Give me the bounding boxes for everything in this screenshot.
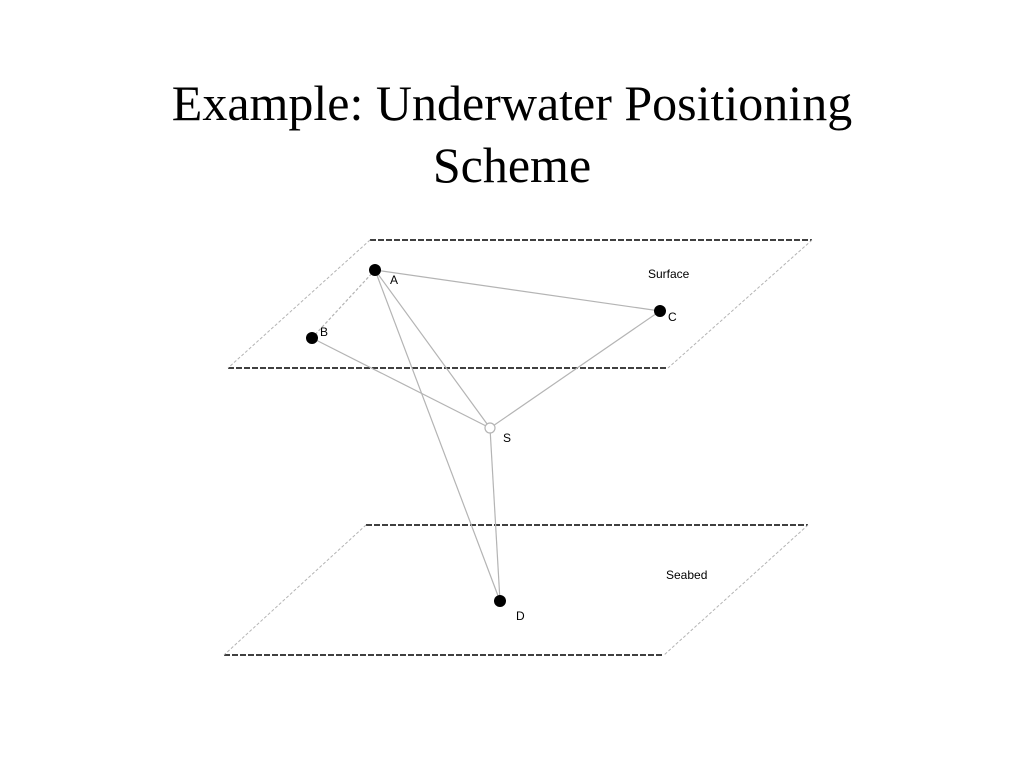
node-b <box>306 332 318 344</box>
node-s <box>484 422 496 434</box>
node-c <box>654 305 666 317</box>
edge-a-b <box>311 269 376 339</box>
node-a <box>369 264 381 276</box>
node-d-label: D <box>516 609 525 623</box>
surface-plane <box>227 239 813 369</box>
edge-a-d <box>374 269 501 602</box>
surface-label: Surface <box>648 267 690 281</box>
node-d <box>494 595 506 607</box>
edge-b-s <box>311 337 491 429</box>
slide-title: Example: Underwater Positioning Scheme <box>0 72 1024 196</box>
labels: A B C S D Surface Seabed <box>320 267 707 623</box>
edge-c-s <box>489 310 661 429</box>
surface-plane-right-edge <box>667 239 813 369</box>
edge-a-s <box>374 269 491 429</box>
node-c-label: C <box>668 310 677 324</box>
connections <box>311 269 661 602</box>
node-a-label: A <box>390 273 398 287</box>
edge-s-d <box>489 427 501 602</box>
node-s-label: S <box>503 431 511 445</box>
edge-a-c <box>374 269 661 312</box>
nodes <box>306 264 666 607</box>
surface-plane-left-edge <box>227 239 371 369</box>
seabed-label: Seabed <box>666 568 707 582</box>
slide-title-line-2: Scheme <box>432 137 592 193</box>
seabed-plane <box>223 524 809 656</box>
seabed-plane-left-edge <box>223 524 367 656</box>
seabed-plane-right-edge <box>663 524 809 656</box>
slide-title-line-1: Example: Underwater Positioning <box>171 75 853 131</box>
node-b-label: B <box>320 325 328 339</box>
